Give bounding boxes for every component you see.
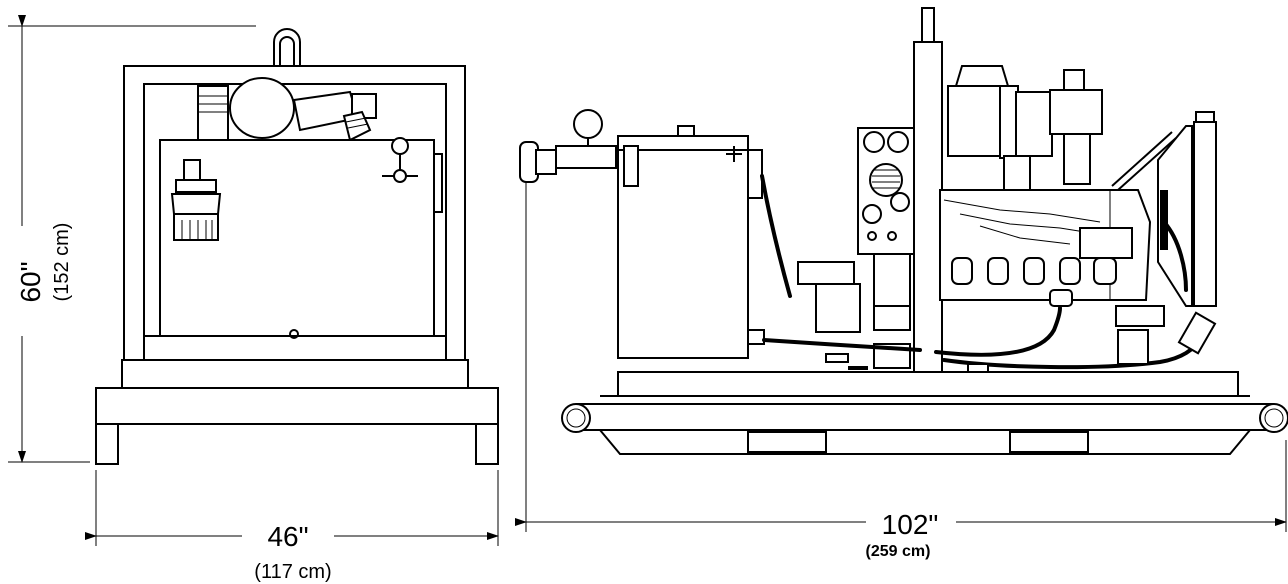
width-metric-label: (117 cm): [254, 561, 331, 583]
skid-end-right: [1259, 403, 1288, 433]
skid-front: [95, 387, 499, 425]
skid-end-left: [561, 403, 591, 433]
base-plate: [617, 371, 1239, 397]
front-view: [95, 28, 499, 465]
muffler: [229, 77, 295, 139]
side-pressure-gauge: [573, 109, 603, 139]
width-dimension: 46" (117 cm): [85, 470, 499, 583]
electrical-box: [617, 135, 749, 359]
exhaust-stack: [921, 7, 935, 43]
skid-side: [599, 429, 1251, 455]
base-plinth: [121, 359, 469, 389]
height-dimension: 60" (152 cm): [8, 15, 256, 463]
height-metric-label: (152 cm): [51, 223, 73, 302]
height-imperial-label: 60": [15, 261, 46, 302]
length-imperial-label: 102": [882, 509, 939, 540]
pressure-gauge: [391, 137, 409, 155]
fork-pocket-left: [747, 431, 827, 453]
lifting-eye: [273, 28, 301, 66]
length-dimension: 102" (259 cm): [515, 182, 1287, 560]
length-metric-label: (259 cm): [866, 543, 931, 560]
fork-pocket-right: [1009, 431, 1089, 453]
side-view: [519, 7, 1288, 455]
width-imperial-label: 46": [267, 521, 308, 552]
